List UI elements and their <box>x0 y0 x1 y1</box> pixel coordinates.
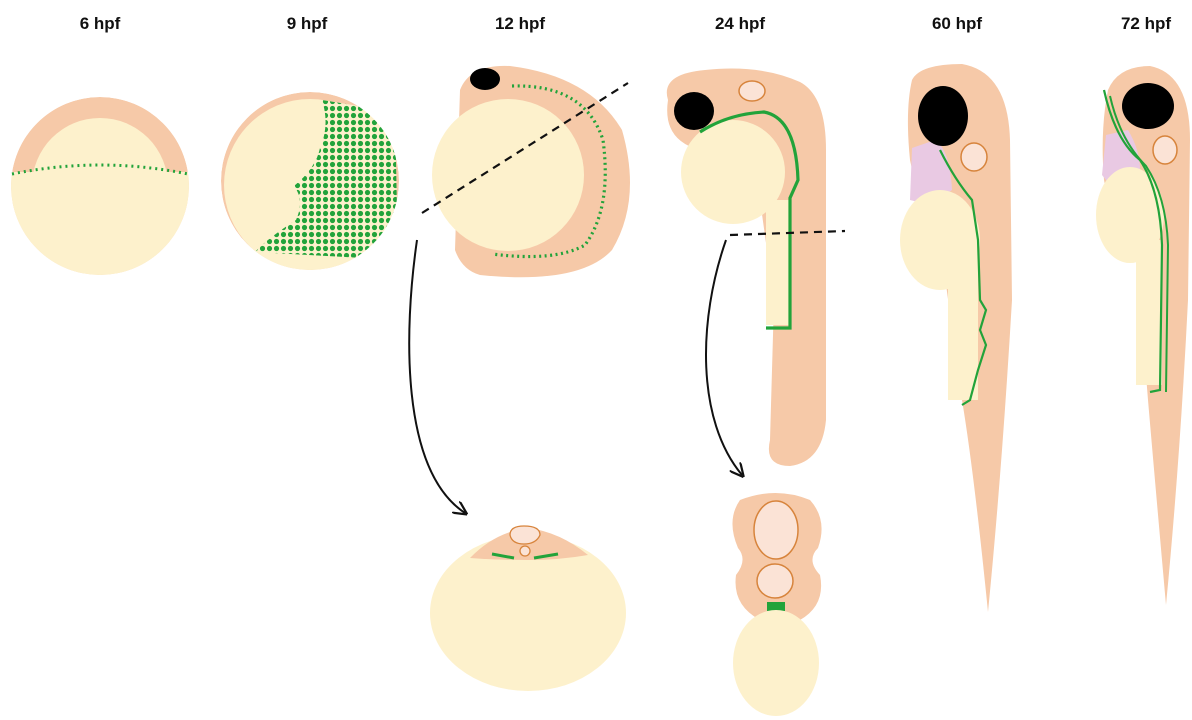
eye-12hpf <box>470 68 500 90</box>
arrow-to-section-12hpf <box>409 240 465 513</box>
eye-24hpf <box>674 92 714 130</box>
yolk-24hpf <box>681 120 785 224</box>
notochord-section-24hpf <box>757 564 793 598</box>
yolk-12hpf <box>432 99 584 251</box>
eye-60hpf <box>918 86 968 146</box>
larva-72hpf <box>1096 66 1190 605</box>
embryo-6hpf <box>10 97 190 282</box>
embryo-24hpf <box>667 69 845 467</box>
embryo-9hpf <box>221 92 399 271</box>
notochord-section-12hpf <box>520 546 530 556</box>
yolk-section-24hpf <box>733 610 819 716</box>
yolk-extension-24hpf <box>766 200 790 325</box>
green-block-24hpf <box>767 602 785 611</box>
arrow-to-section-24hpf <box>706 240 742 475</box>
otic-vesicle-72hpf <box>1153 136 1177 164</box>
yolk-extension-60hpf <box>948 250 978 400</box>
eye-72hpf <box>1122 83 1174 129</box>
otic-vesicle-24hpf <box>739 81 765 101</box>
neural-tube-section-12hpf <box>510 526 540 544</box>
cross-section-24hpf <box>732 493 821 716</box>
yolk-6hpf <box>10 172 190 282</box>
yolk-extension-72hpf <box>1136 240 1162 385</box>
embryo-12hpf <box>422 66 630 277</box>
cross-section-12hpf <box>430 526 626 691</box>
otic-vesicle-60hpf <box>961 143 987 171</box>
neural-tube-section-24hpf <box>754 501 798 559</box>
larva-60hpf <box>900 64 1012 612</box>
